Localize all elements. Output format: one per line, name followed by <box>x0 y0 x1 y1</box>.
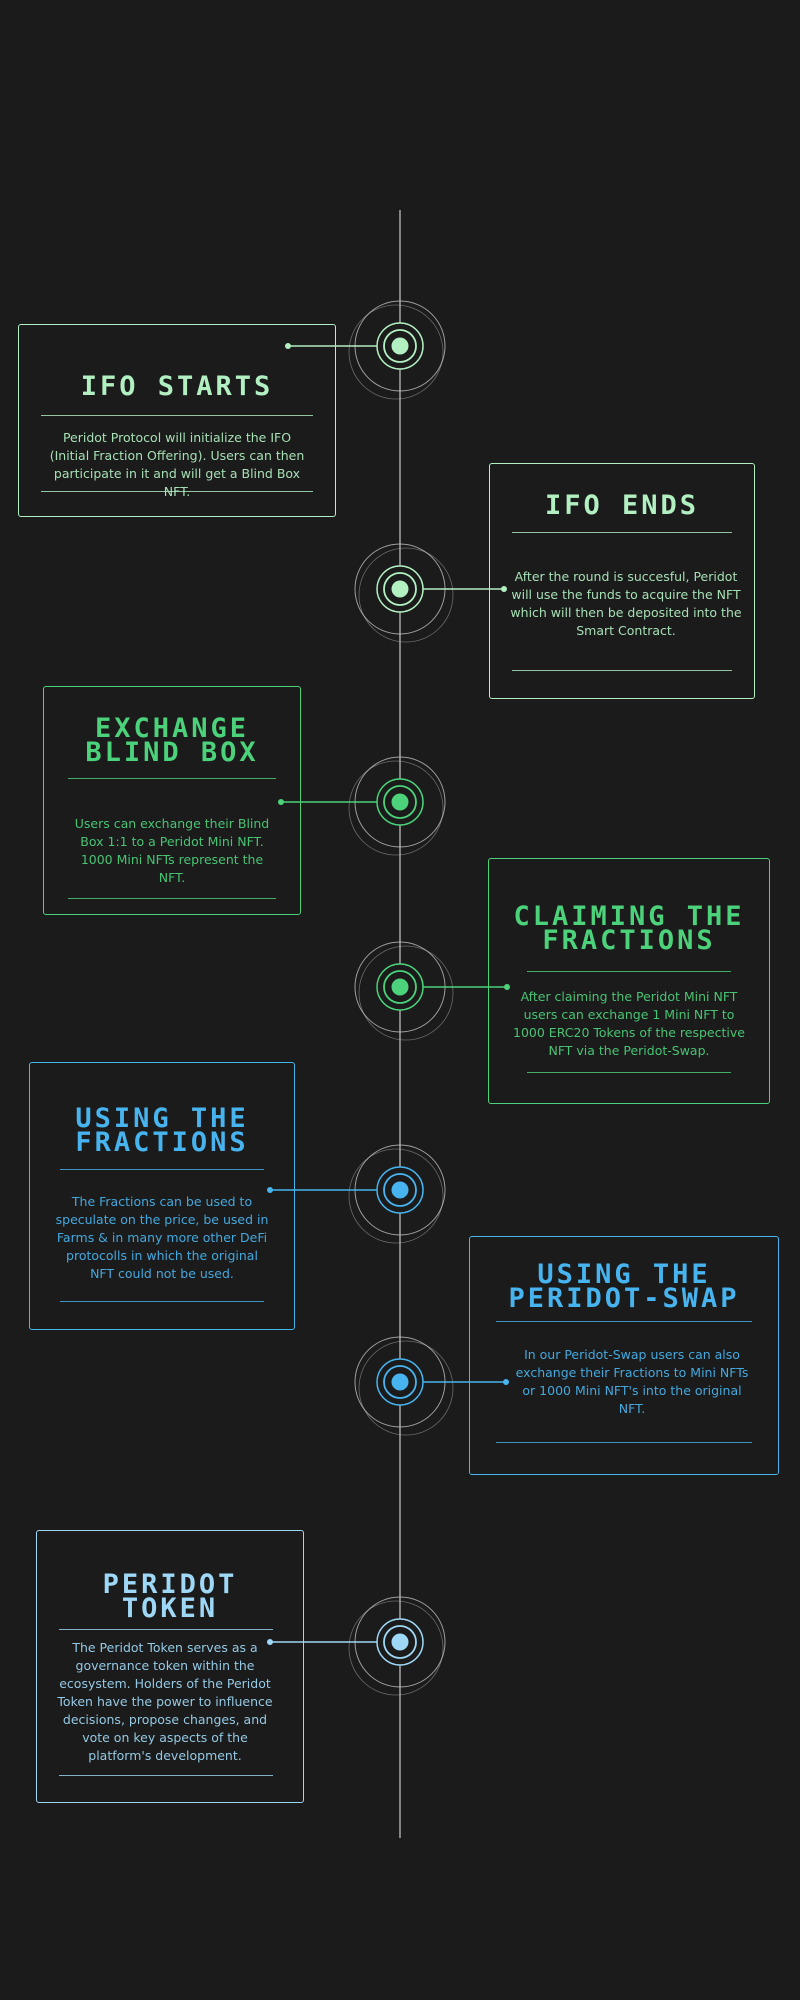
step-title: IFO ENDS <box>544 490 700 521</box>
node-dot <box>391 1181 409 1199</box>
connector-dot <box>504 984 510 990</box>
inner-ring <box>383 1625 417 1659</box>
timeline-node <box>354 1336 454 1436</box>
title-divider <box>59 1629 273 1630</box>
step-card-ifo-starts: IFO STARTS Peridot Protocol will initial… <box>18 324 336 517</box>
bottom-divider <box>68 898 276 899</box>
inner-ring <box>383 329 417 363</box>
connector-dot <box>267 1639 273 1645</box>
step-title: USING THE PERIDOT-SWAP <box>508 1259 740 1314</box>
offset-ring <box>358 945 454 1041</box>
node-dot <box>391 580 409 598</box>
connector-dot <box>278 799 284 805</box>
step-card-exchange-blind-box: EXCHANGE BLIND BOX Users can exchange th… <box>43 686 301 915</box>
connector-dot <box>285 343 291 349</box>
step-card-peridot-token: PERIDOT TOKEN The Peridot Token serves a… <box>36 1530 304 1803</box>
step-description: Users can exchange their Blind Box 1:1 t… <box>74 816 270 885</box>
step-description: The Fractions can be used to speculate o… <box>55 1194 269 1281</box>
inner-ring <box>383 970 417 1004</box>
node-dot <box>391 1373 409 1391</box>
connector-dot <box>267 1187 273 1193</box>
bottom-divider <box>60 1301 264 1302</box>
step-description: In our Peridot-Swap users can also excha… <box>515 1347 749 1416</box>
timeline-node <box>348 756 446 856</box>
step-description: After claiming the Peridot Mini NFT user… <box>513 989 745 1058</box>
connector-dot <box>501 586 507 592</box>
step-title: PERIDOT TOKEN <box>102 1569 238 1624</box>
bottom-divider <box>496 1442 752 1443</box>
offset-ring <box>358 1340 454 1436</box>
step-card-using-the-peridot-swap: USING THE PERIDOT-SWAP In our Peridot-Sw… <box>469 1236 779 1475</box>
timeline-node <box>348 1144 446 1244</box>
connector-dot <box>503 1379 509 1385</box>
timeline-node <box>348 300 446 400</box>
title-divider <box>512 532 732 533</box>
title-divider <box>60 1169 264 1170</box>
inner-ring <box>383 572 417 606</box>
offset-ring <box>348 1148 444 1244</box>
title-divider <box>496 1321 752 1322</box>
step-card-using-the-fractions: USING THE FRACTIONS The Fractions can be… <box>29 1062 295 1330</box>
step-card-claiming-the-fractions: CLAIMING THE FRACTIONS After claiming th… <box>488 858 770 1104</box>
node-dot <box>391 978 409 996</box>
offset-ring <box>348 760 444 856</box>
timeline-node <box>348 1596 446 1696</box>
step-title: IFO STARTS <box>80 371 274 402</box>
bottom-divider <box>527 1072 731 1073</box>
inner-ring <box>383 1365 417 1399</box>
title-divider <box>527 971 731 972</box>
title-divider <box>68 778 276 779</box>
inner-ring <box>383 785 417 819</box>
timeline-node <box>354 941 454 1041</box>
node-dot <box>391 1633 409 1651</box>
step-description: After the round is succesful, Peridot wi… <box>510 569 742 638</box>
step-title: CLAIMING THE FRACTIONS <box>513 901 745 956</box>
bottom-divider <box>59 1775 273 1776</box>
title-divider <box>41 415 313 416</box>
node-dot <box>391 337 409 355</box>
bottom-divider <box>512 670 732 671</box>
bottom-divider <box>41 491 313 492</box>
offset-ring <box>348 304 444 400</box>
step-description: Peridot Protocol will initialize the IFO… <box>49 430 305 499</box>
step-description: The Peridot Token serves as a governance… <box>57 1640 273 1763</box>
node-dot <box>391 793 409 811</box>
step-title: EXCHANGE BLIND BOX <box>85 713 259 768</box>
inner-ring <box>383 1173 417 1207</box>
step-card-ifo-ends: IFO ENDS After the round is succesful, P… <box>489 463 755 699</box>
offset-ring <box>358 547 454 643</box>
step-title: USING THE FRACTIONS <box>75 1103 249 1158</box>
offset-ring <box>348 1600 444 1696</box>
timeline-node <box>354 543 454 643</box>
